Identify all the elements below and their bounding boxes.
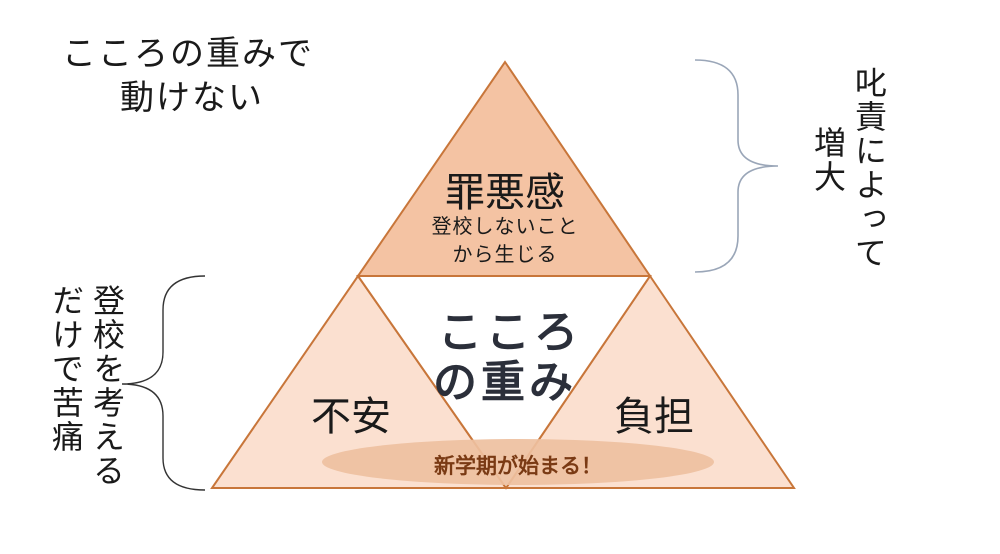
- left-triangle-label: 不安: [311, 394, 391, 440]
- top-subtext-line-1: 登校しないこと: [431, 214, 579, 238]
- top-heading: 罪悪感: [445, 170, 565, 216]
- base-banner-text: 新学期が始まる！: [434, 454, 602, 478]
- left-note-col-2: だけで苦痛: [47, 284, 85, 454]
- right-brace: [694, 59, 779, 273]
- title-line-2: 動けない: [120, 78, 264, 118]
- right-triangle-label: 負担: [614, 394, 694, 440]
- base-banner-ellipse: [322, 439, 714, 485]
- center-text-line-1: こころ: [438, 307, 582, 358]
- title-line-1: こころの重みで: [62, 34, 314, 74]
- left-brace: [121, 275, 206, 491]
- right-note-col-1: 叱責によって: [850, 66, 888, 270]
- right-note-col-2: 増大: [809, 126, 847, 194]
- top-subtext-line-2: から生じる: [452, 242, 558, 266]
- left-note-col-1: 登校を考える: [88, 284, 126, 488]
- center-text-line-2: の重み: [433, 357, 577, 408]
- top-triangle: [356, 60, 652, 277]
